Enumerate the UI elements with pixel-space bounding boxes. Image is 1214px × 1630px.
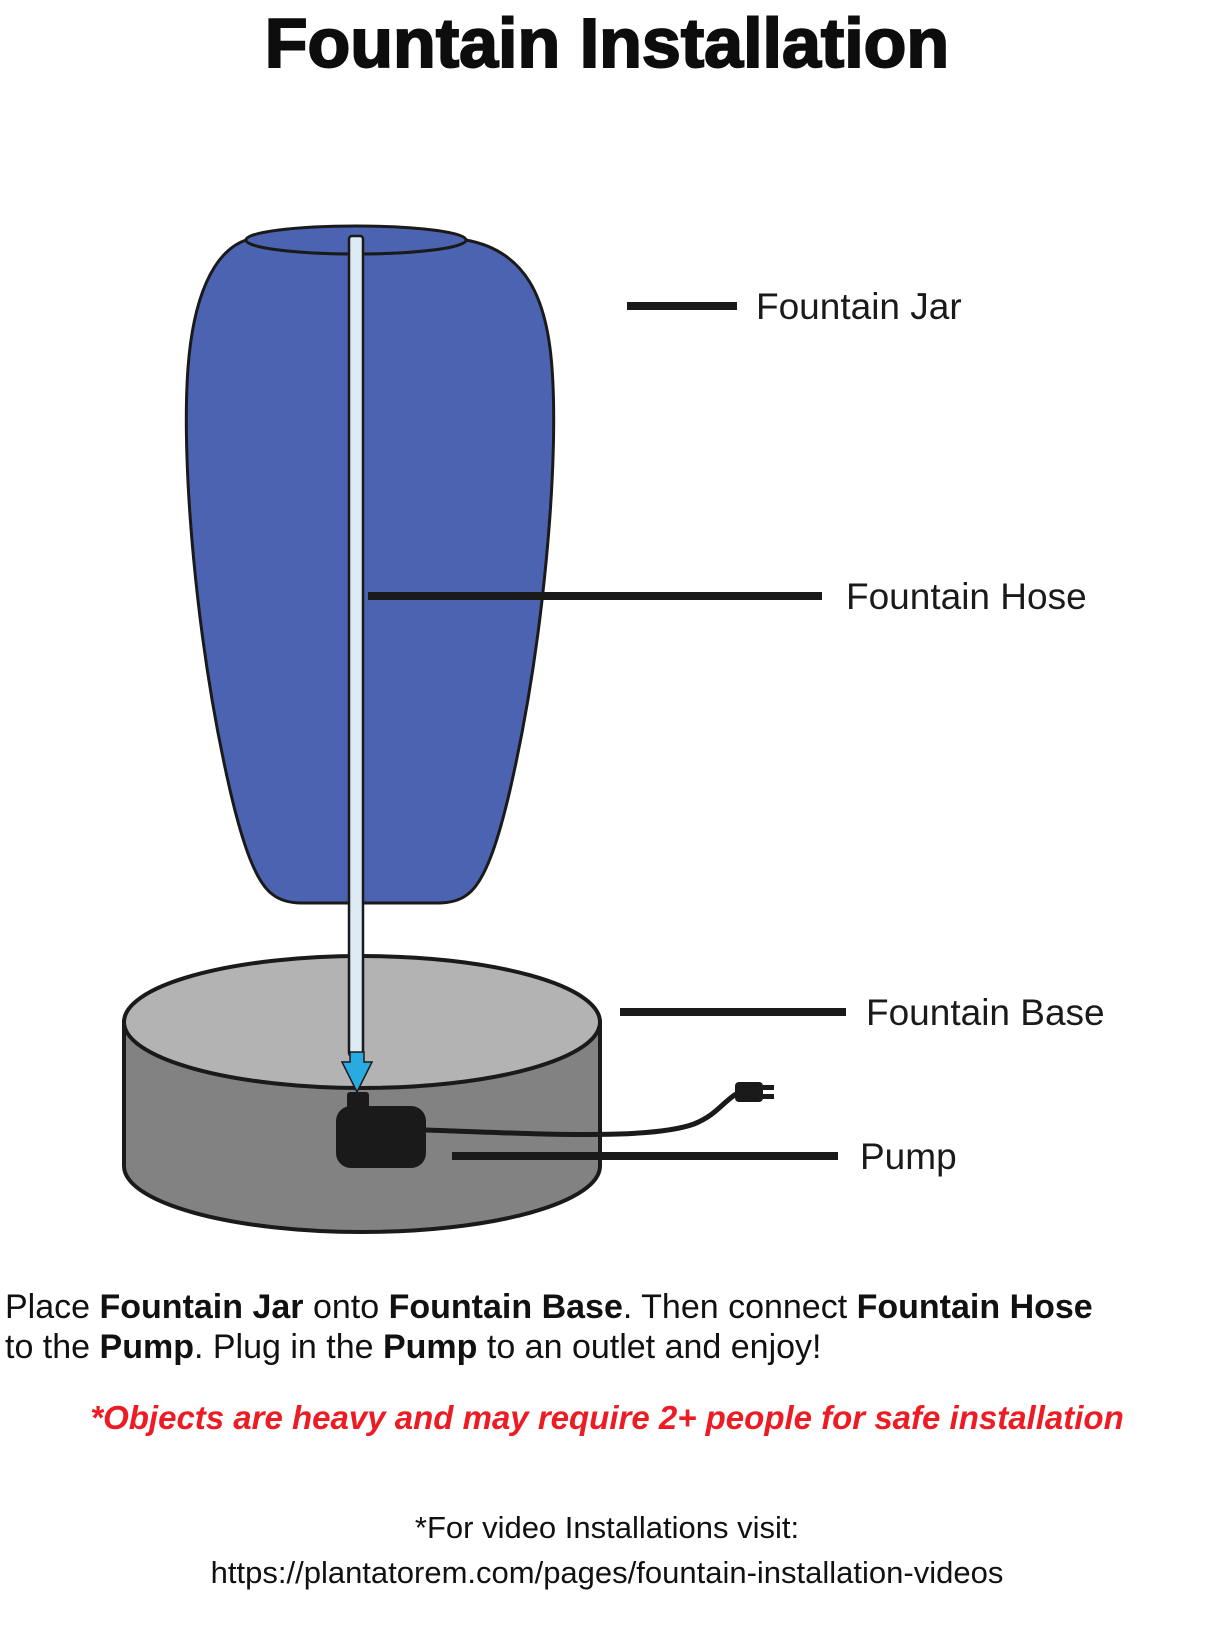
pump-body: [336, 1106, 426, 1168]
instruction-segment-bold: Fountain Jar: [99, 1288, 304, 1326]
instruction-segment-bold: Pump: [99, 1327, 194, 1366]
video-note-text: *For video Installations visit:: [414, 1510, 800, 1545]
plug-body: [735, 1082, 763, 1102]
instruction-segment: onto: [303, 1288, 389, 1326]
footer: *For video Installations visit: https://…: [0, 1506, 1214, 1596]
pump-label: Pump: [860, 1136, 957, 1177]
instruction-segment-bold: Fountain Hose: [856, 1288, 1093, 1326]
instruction-segment-bold: Fountain Base: [388, 1288, 623, 1326]
plug-prong-bottom: [761, 1094, 774, 1099]
pump-nub: [347, 1092, 369, 1110]
fountain-jar-shape: [184, 237, 556, 905]
instruction-segment: to an outlet and enjoy!: [477, 1327, 822, 1366]
fountain-diagram: Fountain Jar Fountain Hose Fountain Base…: [122, 224, 1105, 1234]
instruction-segment: . Then connect: [622, 1288, 857, 1326]
base-label: Fountain Base: [866, 992, 1105, 1033]
instruction-segment-bold: Pump: [382, 1327, 478, 1366]
instruction-segment: . Plug in the: [193, 1327, 383, 1366]
hose-label: Fountain Hose: [846, 576, 1087, 617]
plug-prong-top: [761, 1085, 774, 1090]
pump-shape: [336, 1092, 426, 1168]
instruction-segment: Place: [5, 1288, 100, 1326]
instruction-segment: to the: [5, 1327, 100, 1366]
power-cord: [425, 1091, 738, 1137]
fountain-hose-shape: [347, 234, 365, 1058]
video-url-text: https://plantatorem.com/pages/fountain-i…: [210, 1554, 1004, 1590]
flow-arrow-icon: [340, 1051, 374, 1094]
power-plug-icon: [735, 1082, 774, 1102]
jar-label: Fountain Jar: [756, 286, 962, 327]
page-title: Fountain Installation: [264, 3, 950, 83]
instructions-text: Place Fountain Jar onto Fountain Base. T…: [5, 1288, 1125, 1368]
safety-warning-text: *Objects are heavy and may require 2+ pe…: [90, 1399, 1124, 1436]
